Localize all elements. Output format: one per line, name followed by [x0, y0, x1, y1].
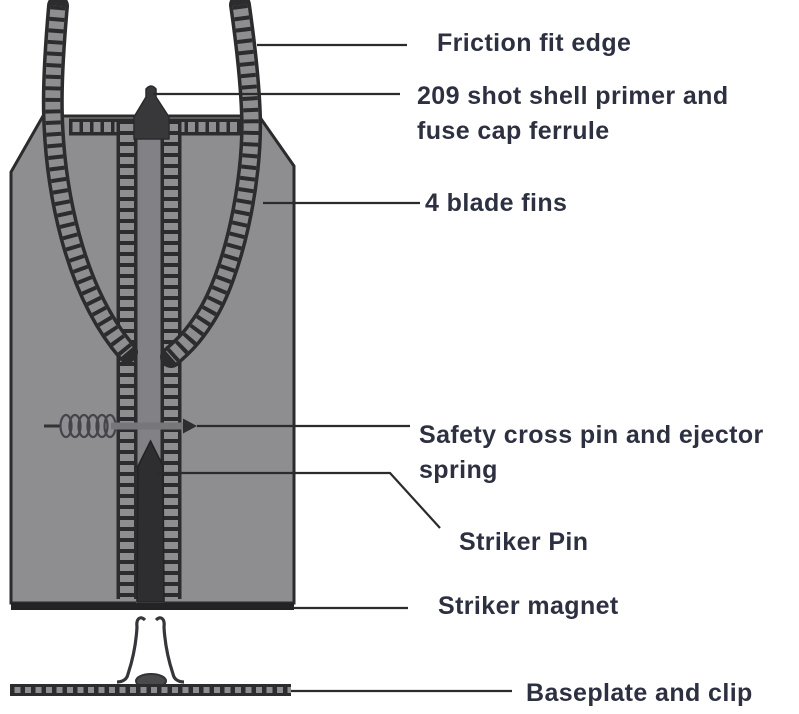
- label-primer: 209 shot shell primer and fuse cap ferru…: [417, 79, 729, 149]
- label-blade-fins: 4 blade fins: [425, 189, 568, 217]
- label-primer-line1: 209 shot shell primer and: [417, 82, 729, 110]
- leader-lines: [153, 43, 512, 693]
- label-primer-line2: fuse cap ferrule: [417, 117, 610, 145]
- striker-pin-and-magnet-shape: [136, 439, 165, 603]
- safety-cross-pin-assembly: [44, 413, 197, 439]
- primer-ferrule-shape: [133, 85, 170, 140]
- label-striker-magnet: Striker magnet: [438, 592, 619, 620]
- cross-pin-arrowhead: [183, 418, 197, 434]
- label-striker-pin: Striker Pin: [459, 528, 589, 556]
- ejector-spring-coil: [59, 413, 117, 439]
- blade-fin-left: [41, 0, 138, 363]
- label-safety-pin-line2: spring: [419, 456, 498, 484]
- label-safety-pin-line1: Safety cross pin and ejector: [419, 421, 764, 449]
- label-baseplate-clip: Baseplate and clip: [526, 679, 753, 707]
- leader-striker-pin: [158, 471, 441, 529]
- blade-fin-right: [160, 0, 263, 368]
- label-friction-fit-edge: Friction fit edge: [437, 29, 632, 57]
- label-safety-pin: Safety cross pin and ejector spring: [419, 418, 764, 488]
- retaining-clip: [116, 616, 185, 684]
